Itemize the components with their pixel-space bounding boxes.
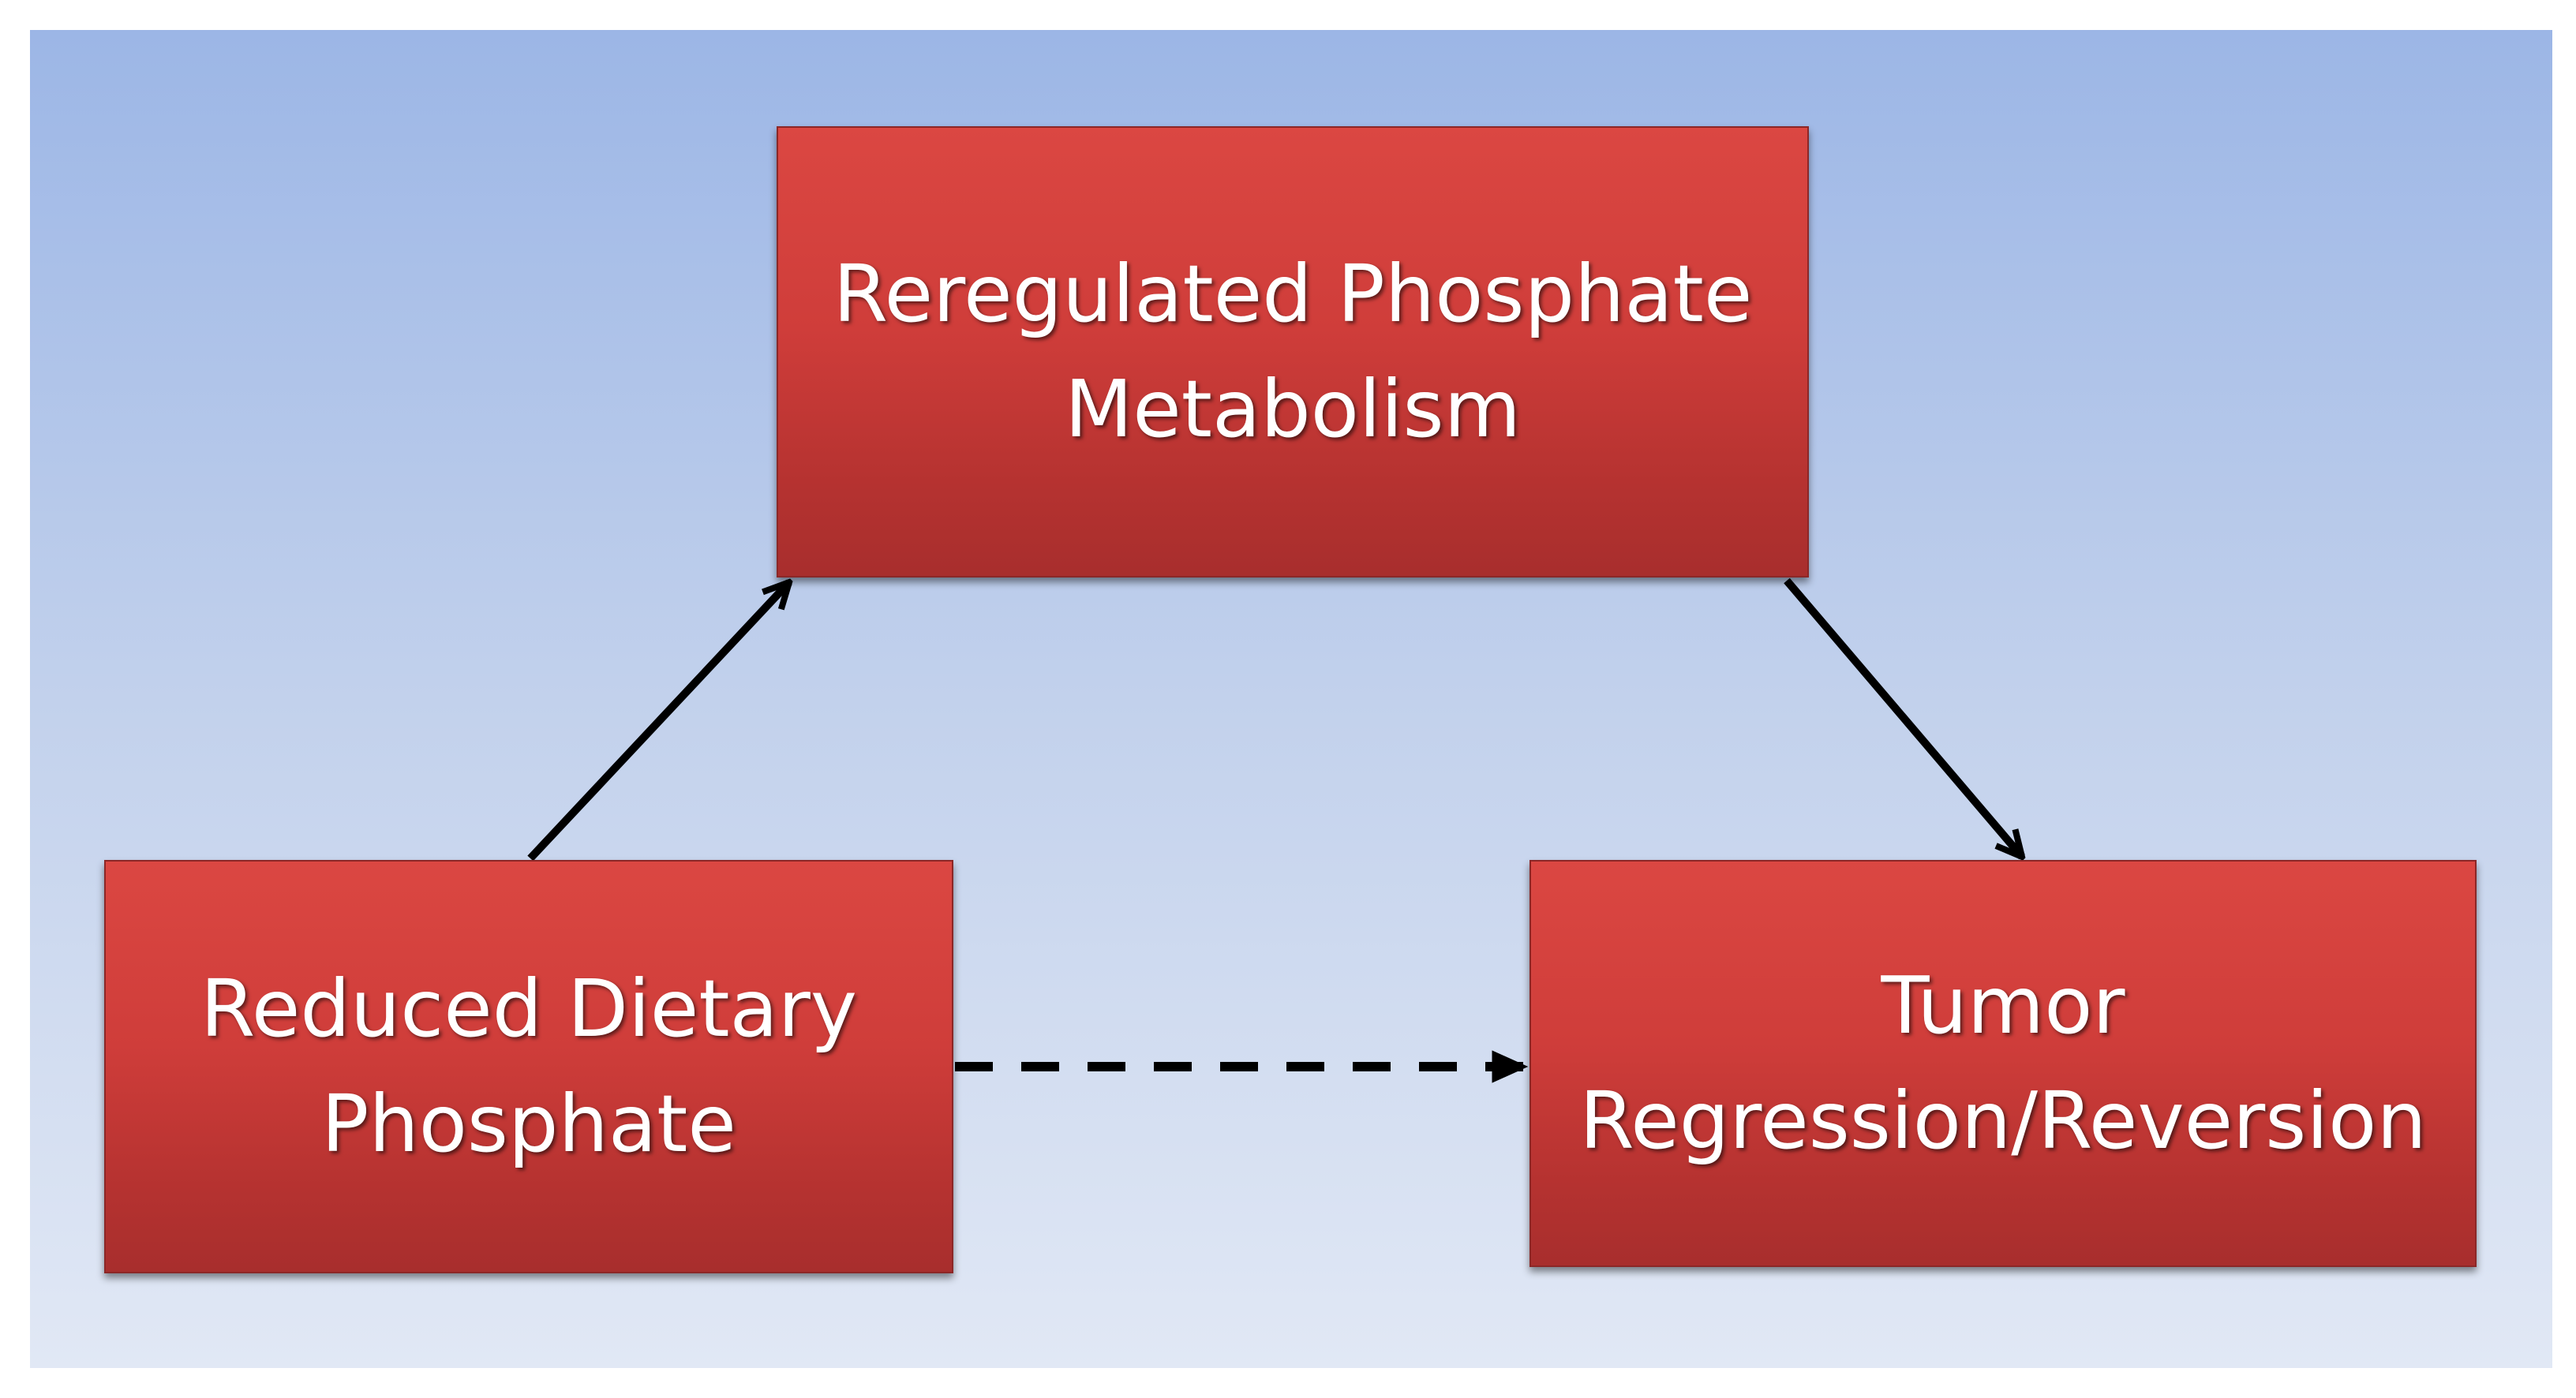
node-tumor-regression-reversion: Tumor Regression/Reversion (1530, 860, 2477, 1267)
node-label-line: Phosphate (321, 1078, 736, 1170)
node-reduced-dietary-phosphate: Reduced Dietary Phosphate (104, 860, 953, 1273)
node-label-line: Reduced Dietary (200, 963, 858, 1055)
node-label-line: Metabolism (1064, 363, 1521, 455)
node-label-line: Tumor (1881, 959, 2125, 1052)
node-reregulated-phosphate-metabolism: Reregulated Phosphate Metabolism (777, 126, 1809, 578)
node-label-line: Reregulated Phosphate (833, 248, 1753, 340)
node-label-line: Regression/Reversion (1579, 1075, 2427, 1167)
